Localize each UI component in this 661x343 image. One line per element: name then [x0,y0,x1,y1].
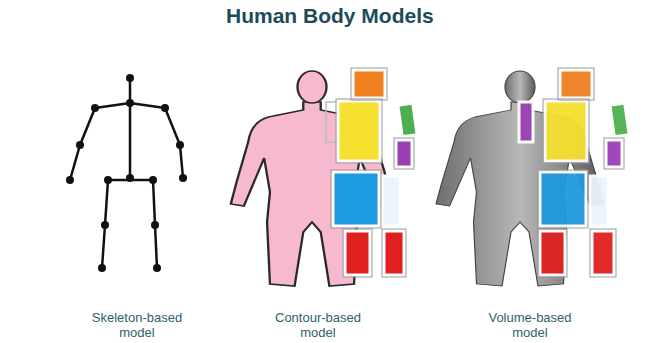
caption: Volume-based model [470,310,590,340]
volume-part-boxes [519,70,629,275]
title: Human Body Models [226,4,434,28]
contour-figure [231,71,393,286]
contour-part-outlines [331,68,414,277]
volume-figure [436,71,604,286]
caption: Skeleton-based model [77,310,197,340]
caption: Contour-based model [258,310,378,340]
skeleton-figure [70,78,183,268]
volume-part-outlines [538,68,624,277]
skeleton-joints [66,74,187,272]
